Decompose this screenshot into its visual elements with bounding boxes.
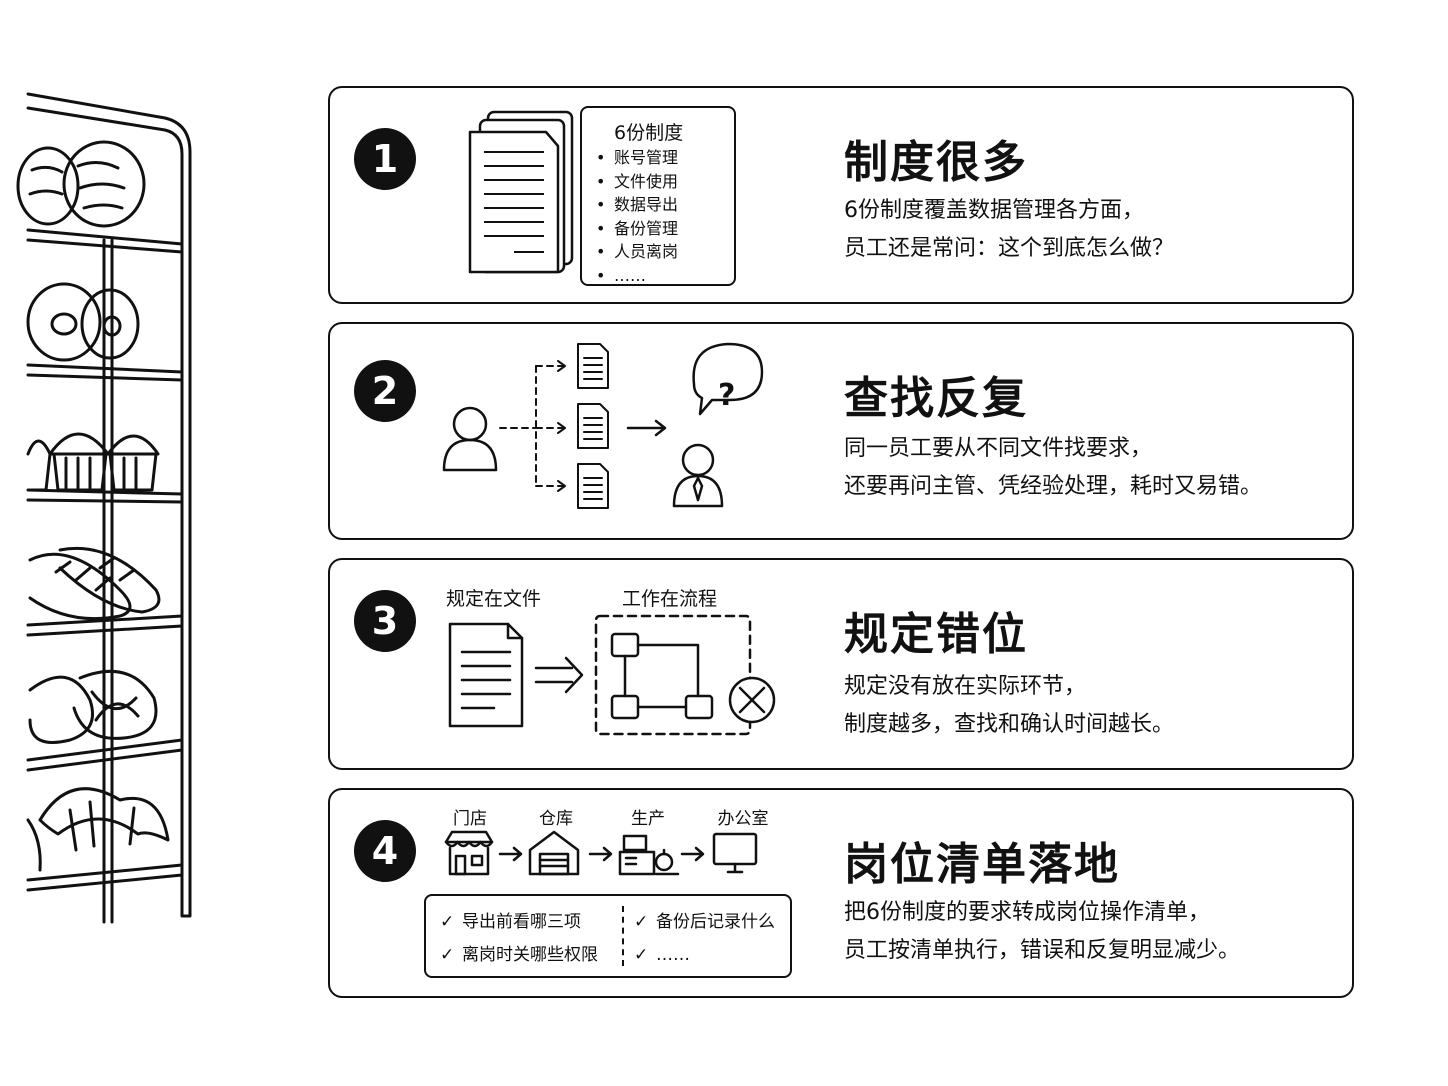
factory-machine-icon [618,834,680,876]
check-icon: ✓ [634,945,649,965]
check-icon: ✓ [440,912,455,932]
supervisor-icon [672,443,724,508]
search-flow-illustration [442,342,764,509]
location-label-production: 生产 [631,809,665,829]
checklist-item: ✓ 导出前看哪三项 [440,906,598,939]
checklist-item-label: 导出前看哪三项 [462,912,581,932]
rules-in-documents-label: 规定在文件 [446,588,542,610]
step-badge: 3 [354,590,416,652]
check-icon: ✓ [440,945,455,965]
card-title: 岗位清单落地 [844,839,1120,890]
location-label-office: 办公室 [717,809,769,829]
card-title: 规定错位 [844,609,1028,660]
policy-list-item: 数据导出 [596,193,678,217]
warehouse-icon [528,830,580,876]
document-icon [448,622,524,728]
document-icon [577,463,609,509]
document-icon [577,343,609,389]
description-line: 6份制度覆盖数据管理各方面， [844,198,1144,223]
double-arrow-icon [534,656,584,694]
close-icon [728,676,776,724]
document-to-process-illustration [448,614,776,736]
description-line: 还要再问主管、凭经验处理，耗时又易错。 [844,474,1263,499]
card-title: 查找反复 [844,373,1028,424]
step-badge: 2 [354,360,416,422]
description-line: 制度越多，查找和确认时间越长。 [844,712,1175,737]
policy-list-item: 文件使用 [596,170,678,194]
card-repeated-searching: 2 [328,322,1354,540]
description-line: 同一员工要从不同文件找要求， [844,436,1153,461]
card-description: 把6份制度的要求转成岗位操作清单， 员工按清单执行，错误和反复明显减少。 [844,894,1240,970]
card-description: 同一员工要从不同文件找要求， 还要再问主管、凭经验处理，耗时又易错。 [844,430,1262,506]
card-role-checklist: 4 门店 仓库 生产 办公室 [328,788,1354,998]
question-mark: ? [718,378,736,413]
step-badge: 4 [354,820,416,882]
policy-list-popup: 6份制度 账号管理 文件使用 数据导出 备份管理 人员离岗 …… [580,106,736,286]
policy-list-item: …… [596,264,678,288]
checklist-item: ✓ 备份后记录什么 [634,906,775,939]
check-icon: ✓ [634,912,649,932]
checklist-column-left: ✓ 导出前看哪三项 ✓ 离岗时关哪些权限 [440,906,598,972]
checklist-item: ✓ 离岗时关哪些权限 [440,939,598,972]
policy-list-item: 备份管理 [596,217,678,241]
location-label-warehouse: 仓库 [539,809,573,829]
document-icon [577,403,609,449]
document-stack-icon [468,110,574,274]
step-badge: 1 [354,128,416,190]
checklist-item-label: 备份后记录什么 [656,912,775,932]
card-description: 6份制度覆盖数据管理各方面， 员工还是常问：这个到底怎么做？ [844,192,1174,268]
checklist-item-label: 离岗时关哪些权限 [462,945,598,965]
card-misplaced-rules: 3 规定在文件 工作在流程 规定 [328,558,1354,770]
checklist-item: ✓ …… [634,939,775,972]
policy-list: 账号管理 文件使用 数据导出 备份管理 人员离岗 …… [596,146,678,287]
employee-icon [442,406,498,472]
card-description: 规定没有放在实际环节， 制度越多，查找和确认时间越长。 [844,668,1174,744]
location-label-store: 门店 [453,809,487,829]
description-line: 把6份制度的要求转成岗位操作清单， [844,900,1210,925]
bakery-shelf-illustration [16,92,192,924]
role-checklist: ✓ 导出前看哪三项 ✓ 离岗时关哪些权限 ✓ 备份后记录什么 ✓ …… [424,894,792,978]
description-line: 规定没有放在实际环节， [844,674,1087,699]
card-title: 制度很多 [844,137,1028,188]
policy-list-item: 人员离岗 [596,240,678,264]
policy-list-heading: 6份制度 [614,122,684,144]
description-line: 员工按清单执行，错误和反复明显减少。 [844,938,1241,963]
workplace-flow-illustration [444,830,758,876]
checklist-column-right: ✓ 备份后记录什么 ✓ …… [634,906,775,972]
checklist-divider [622,906,624,966]
store-icon [444,830,494,876]
card-too-many-policies: 1 6份制度 账号管理 文件使用 数据导出 备份管理 人员离岗 …… 制度很多 … [328,86,1354,304]
description-line: 员工还是常问：这个到底怎么做？ [844,236,1175,261]
policy-list-item: 账号管理 [596,146,678,170]
work-in-process-label: 工作在流程 [622,588,718,610]
flowchart-icon [610,632,714,720]
computer-monitor-icon [712,832,758,874]
checklist-item-label: …… [656,945,690,965]
